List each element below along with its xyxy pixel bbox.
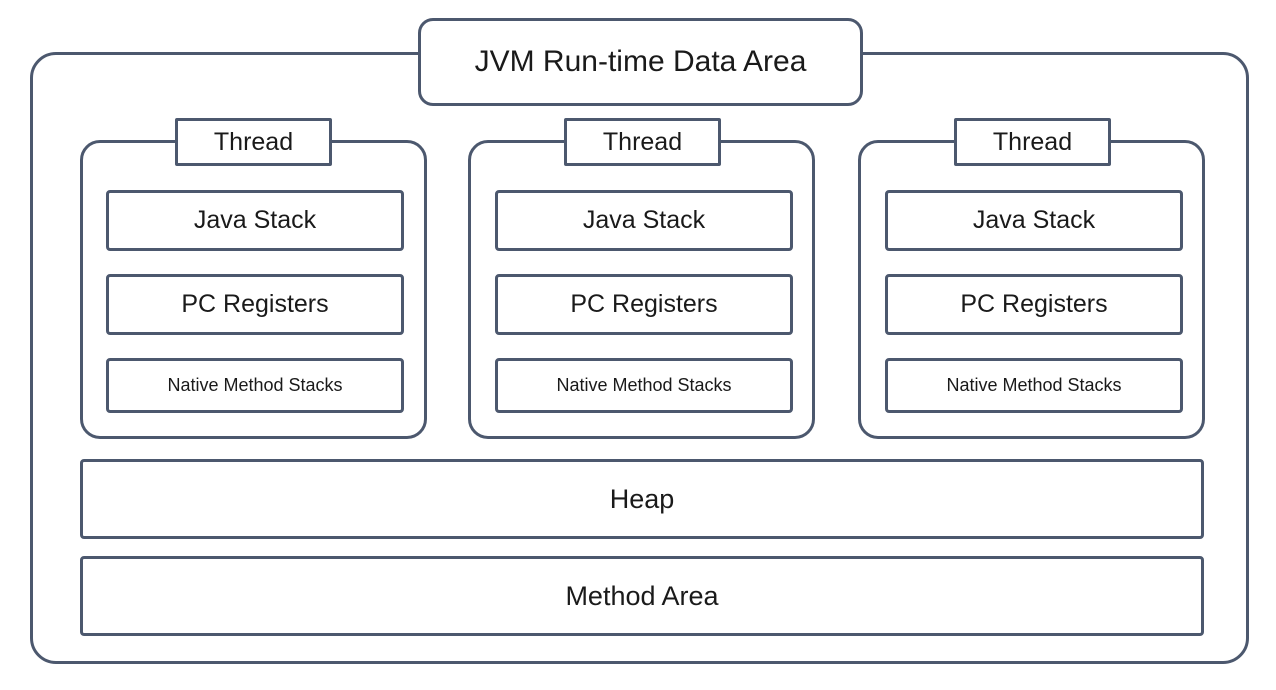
thread-label-box-1: Thread <box>175 118 332 166</box>
thread-2-java-stack-label: Java Stack <box>582 206 706 234</box>
thread-3-pc-registers-label: PC Registers <box>960 290 1108 318</box>
thread-3-java-stack-label: Java Stack <box>972 206 1096 234</box>
diagram-title-label: JVM Run-time Data Area <box>474 45 807 78</box>
thread-label-box-3: Thread <box>954 118 1111 166</box>
thread-1-native-method-stacks-box: Native Method Stacks <box>106 358 404 413</box>
thread-2-pc-registers-box: PC Registers <box>495 274 793 335</box>
thread-1-pc-registers-box: PC Registers <box>106 274 404 335</box>
thread-1-java-stack-box: Java Stack <box>106 190 404 251</box>
thread-3-native-method-stacks-label: Native Method Stacks <box>946 375 1122 395</box>
thread-label-text-1: Thread <box>213 127 294 156</box>
thread-2-pc-registers-label: PC Registers <box>570 290 718 318</box>
thread-label-text-3: Thread <box>992 127 1073 156</box>
heap-label: Heap <box>609 483 675 514</box>
thread-3-pc-registers-box: PC Registers <box>885 274 1183 335</box>
thread-1-native-method-stacks-label: Native Method Stacks <box>167 375 343 395</box>
thread-2-native-method-stacks-box: Native Method Stacks <box>495 358 793 413</box>
heap-box: Heap <box>80 459 1204 539</box>
thread-1-java-stack-label: Java Stack <box>193 206 317 234</box>
method-area-box: Method Area <box>80 556 1204 636</box>
thread-2-java-stack-box: Java Stack <box>495 190 793 251</box>
diagram-title-box: JVM Run-time Data Area <box>418 18 863 106</box>
thread-label-box-2: Thread <box>564 118 721 166</box>
method-area-label: Method Area <box>565 580 719 611</box>
thread-label-text-2: Thread <box>602 127 683 156</box>
thread-3-java-stack-box: Java Stack <box>885 190 1183 251</box>
thread-1-pc-registers-label: PC Registers <box>181 290 329 318</box>
thread-3-native-method-stacks-box: Native Method Stacks <box>885 358 1183 413</box>
thread-2-native-method-stacks-label: Native Method Stacks <box>556 375 732 395</box>
